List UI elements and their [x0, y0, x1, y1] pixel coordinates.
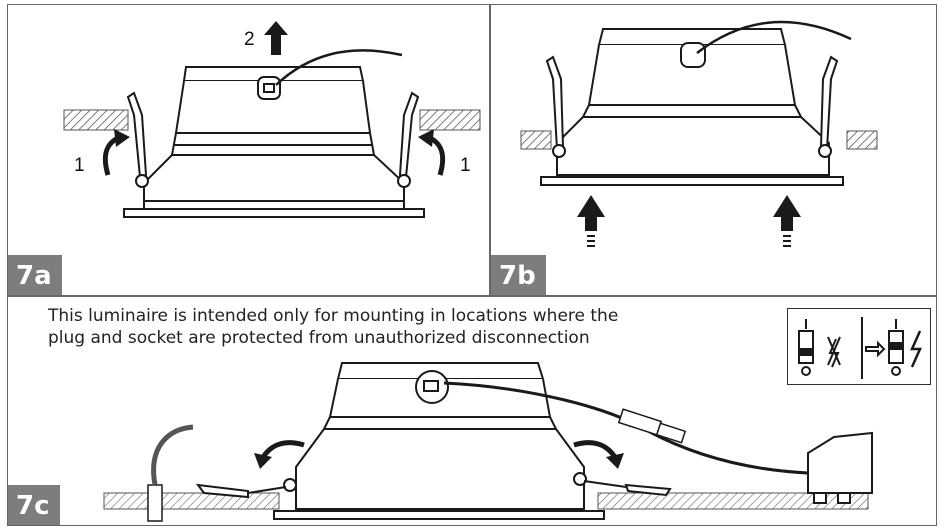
- diagram-7a: [63, 21, 481, 218]
- connector: [680, 42, 706, 68]
- luminaire-body: [540, 28, 844, 186]
- push-arrow-left: [577, 195, 605, 247]
- note-line-2: plug and socket are protected from unaut…: [48, 328, 590, 348]
- diagram-7c: [103, 362, 873, 522]
- ceiling-left: [63, 109, 129, 131]
- panel-label: 7a: [8, 255, 62, 295]
- lift-arrow: [264, 21, 288, 55]
- ceiling-left: [103, 492, 280, 510]
- cable: [275, 49, 403, 86]
- panel-label: 7b: [491, 255, 546, 295]
- ceiling-right: [597, 492, 869, 510]
- spring-clip-left: [126, 91, 149, 188]
- ceiling-right: [419, 109, 481, 131]
- ceiling-right: [846, 130, 878, 150]
- connector: [257, 76, 281, 100]
- spring-clip-right: [573, 472, 672, 497]
- no-disconnect-under-load-icon: [787, 308, 931, 385]
- note-line-1: This luminaire is intended only for moun…: [48, 306, 619, 326]
- junction-post: [147, 424, 194, 522]
- driver-box: [807, 431, 873, 504]
- panel-7c: This luminaire is intended only for moun…: [7, 296, 937, 526]
- spring-clip-right: [818, 55, 839, 158]
- push-arrow-right: [773, 195, 801, 247]
- diagram-7b: [520, 20, 878, 247]
- spring-clip-left: [195, 478, 297, 499]
- spring-clip-right: [397, 91, 420, 188]
- inline-plug-socket: [617, 408, 687, 444]
- step-number-lift: 2: [244, 29, 255, 50]
- cable: [696, 20, 852, 54]
- step-number-left: 1: [74, 155, 85, 176]
- panel-label: 7c: [8, 485, 60, 525]
- ceiling-left: [520, 130, 552, 150]
- panel-7a: 2 1 1 7a: [7, 4, 490, 296]
- installation-note: This luminaire is intended only for moun…: [48, 305, 748, 349]
- connector: [415, 370, 449, 404]
- step-number-right: 1: [460, 155, 471, 176]
- panel-7b: 7b: [490, 4, 937, 296]
- spring-clip-left: [545, 55, 566, 158]
- luminaire-body: [123, 66, 425, 218]
